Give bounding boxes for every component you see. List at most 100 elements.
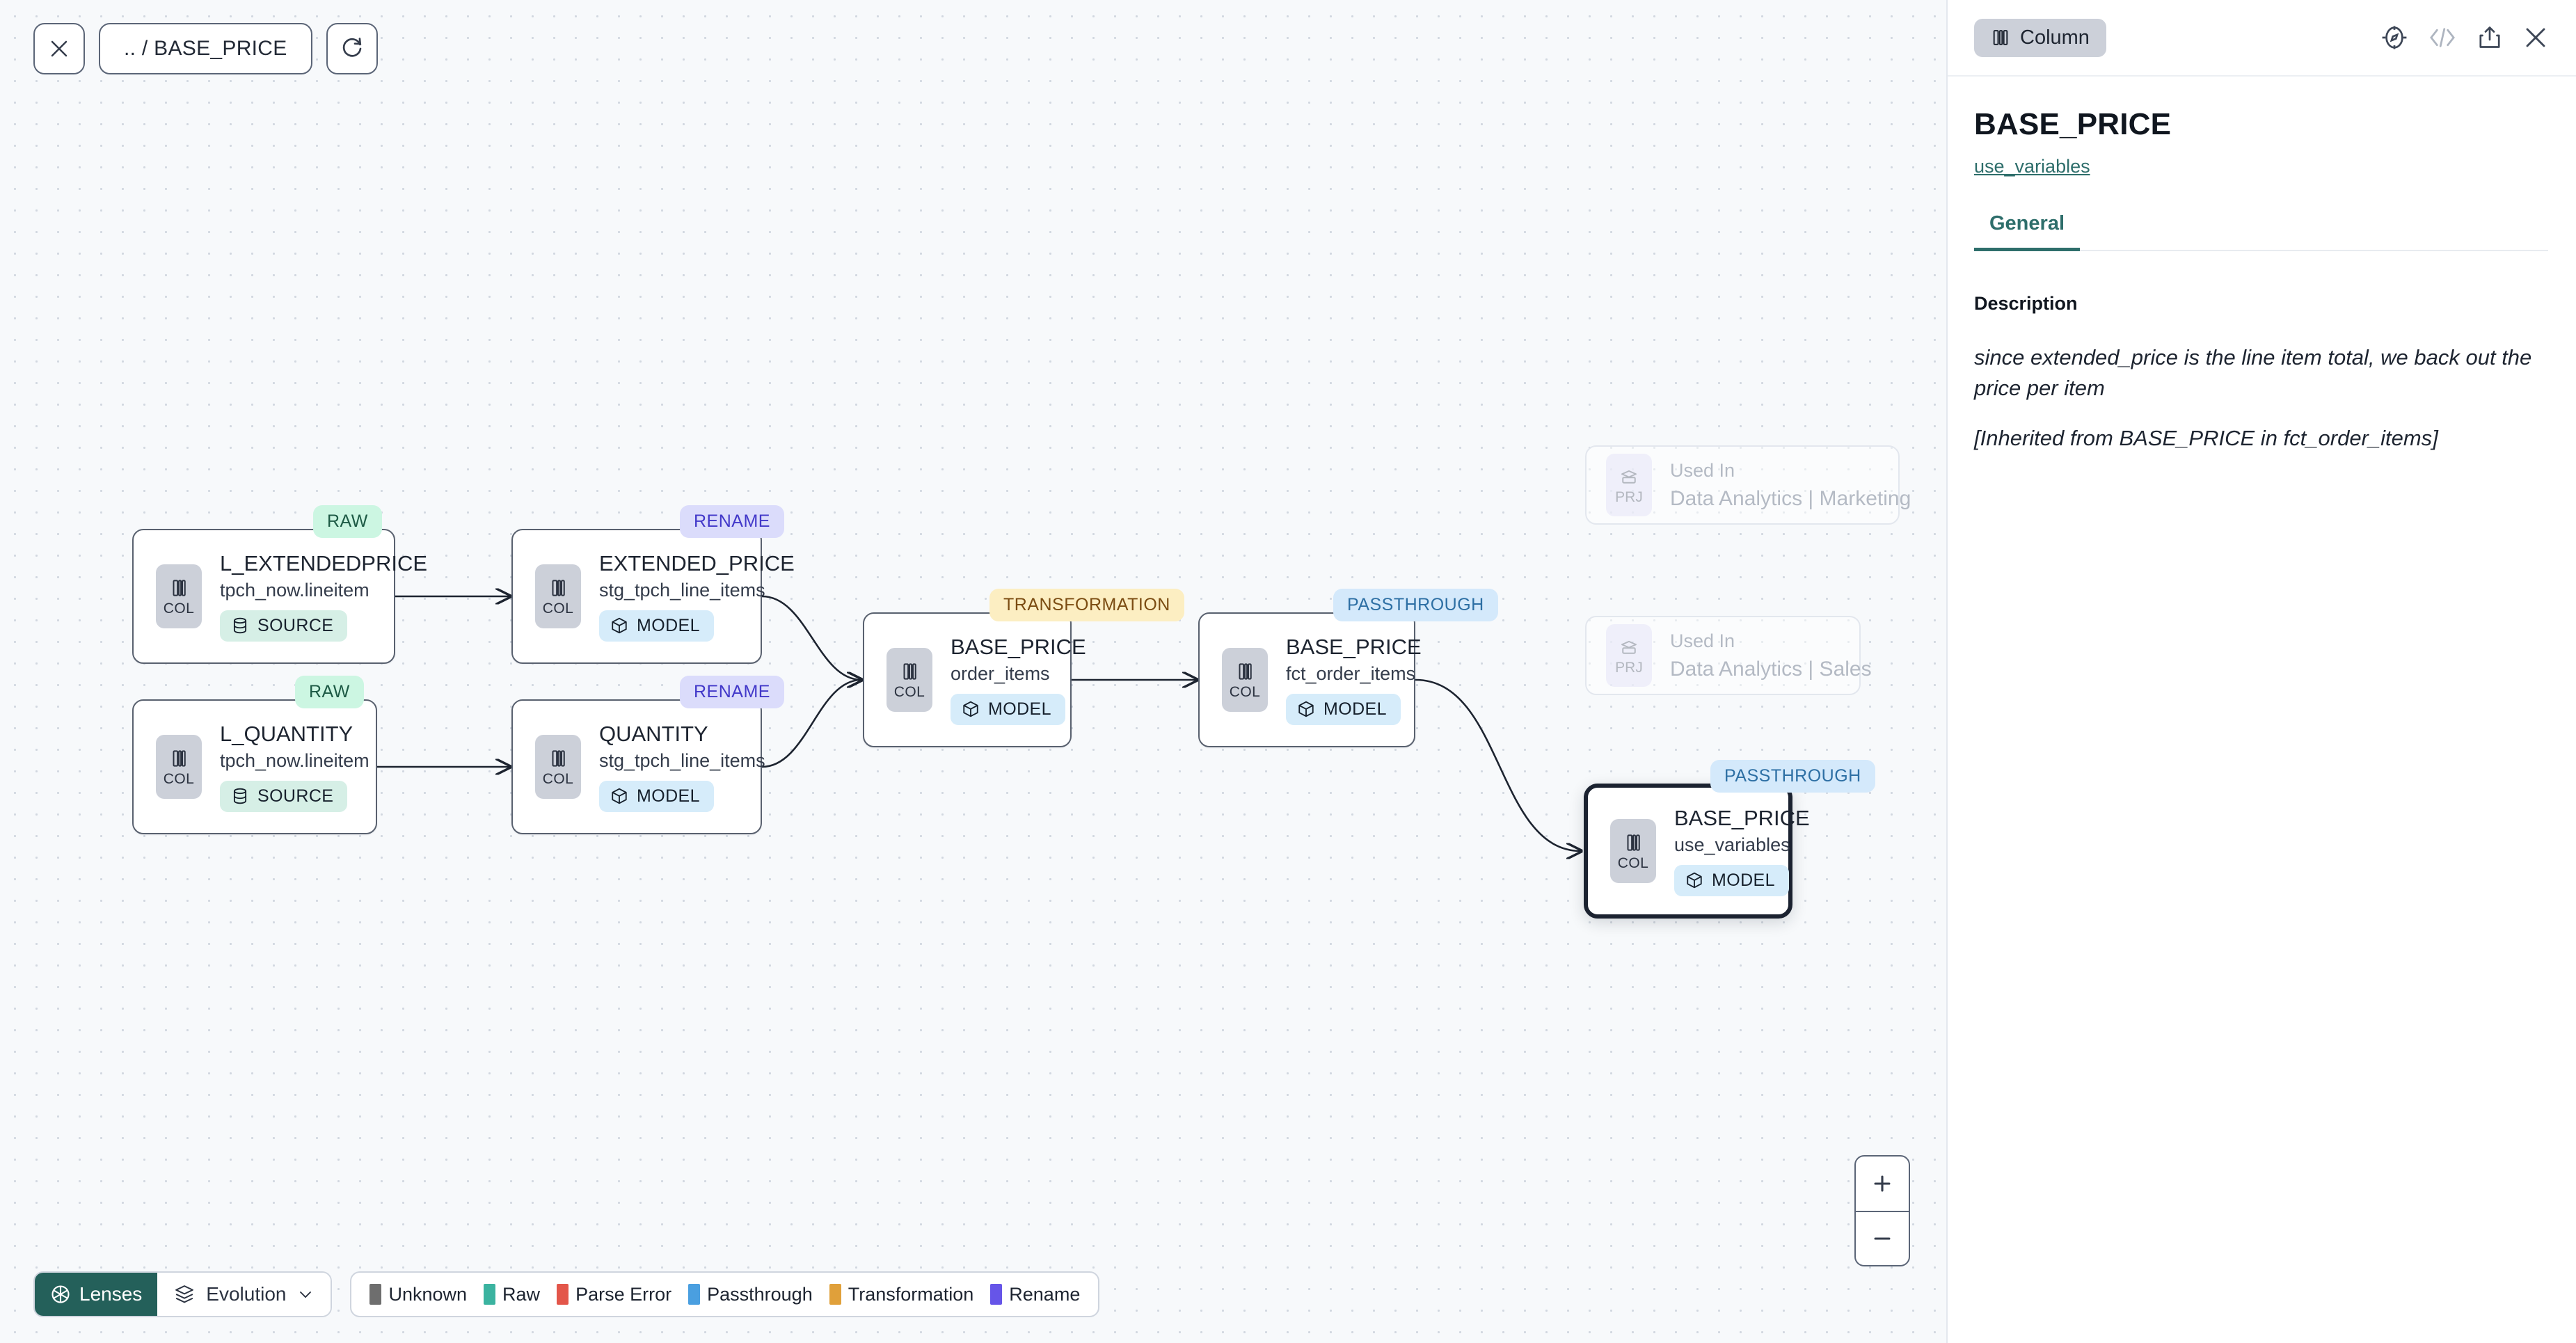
node-kind-badge-n7: PASSTHROUGH: [1710, 760, 1875, 793]
cube-icon: [962, 700, 980, 718]
compass-icon[interactable]: [2381, 24, 2408, 51]
zoom-in-button[interactable]: [1856, 1157, 1909, 1211]
node-kind-badge-n6: PASSTHROUGH: [1333, 589, 1498, 621]
database-icon: [231, 617, 249, 635]
edge-n4-n5: [761, 680, 861, 768]
node-kind-badge-n4: RENAME: [680, 676, 784, 708]
legend-label: Unknown: [388, 1283, 468, 1305]
used-in-project: Data Analytics | Marketing: [1670, 486, 1911, 510]
close-icon: [49, 38, 70, 59]
panel-header-actions: [2381, 24, 2548, 51]
lenses-button[interactable]: Lenses: [35, 1273, 158, 1316]
share-icon[interactable]: [2477, 25, 2502, 50]
used-in-project: Data Analytics | Sales: [1670, 657, 1872, 681]
legend-label: Transformation: [848, 1283, 974, 1305]
breadcrumb-button[interactable]: .. / BASE_PRICE: [99, 23, 312, 74]
cube-icon: [610, 617, 628, 635]
legend-swatch: [688, 1284, 701, 1305]
close-lineage-button[interactable]: [33, 23, 85, 74]
legend-swatch: [557, 1284, 569, 1305]
node-tag-model: MODEL: [1286, 693, 1401, 725]
cube-icon: [610, 787, 628, 805]
zoom-control[interactable]: [1854, 1155, 1910, 1266]
node-subtitle: stg_tpch_line_items: [599, 579, 765, 601]
database-icon: [231, 787, 249, 805]
legend-item-rename[interactable]: Rename: [990, 1284, 1080, 1305]
node-subtitle: tpch_now.lineitem: [220, 579, 369, 601]
refresh-button[interactable]: [326, 23, 378, 74]
project-icon: PRJ: [1606, 454, 1652, 516]
breadcrumb-label: .. / BASE_PRICE: [124, 37, 287, 60]
legend-item-unknown[interactable]: Unknown: [369, 1284, 467, 1305]
inherited-note: [Inherited from BASE_PRICE in fct_order_…: [1974, 426, 2548, 451]
edge-n6-n7: [1415, 678, 1581, 851]
inherited-model-link[interactable]: fct_order_items: [2283, 426, 2433, 451]
legend-label: Rename: [1009, 1283, 1081, 1305]
node-subtitle: stg_tpch_line_items: [599, 749, 765, 771]
node-tag-source: SOURCE: [220, 610, 348, 642]
node-tag-model: MODEL: [599, 780, 714, 812]
project-icon: PRJ: [1606, 624, 1652, 687]
node-kind-badge-n5: TRANSFORMATION: [989, 589, 1184, 621]
inherited-column-link[interactable]: BASE_PRICE: [2119, 426, 2255, 451]
used-in-node-0[interactable]: PRJ Used In Data Analytics | Marketing: [1585, 445, 1911, 525]
tab-general[interactable]: General: [1974, 212, 2080, 251]
node-tag-model: MODEL: [1674, 864, 1789, 896]
legend-item-passthrough[interactable]: Passthrough: [688, 1284, 813, 1305]
entity-type-chip[interactable]: Column: [1974, 18, 2106, 57]
close-panel-icon[interactable]: [2523, 25, 2548, 50]
node-tag-source: SOURCE: [220, 780, 348, 812]
node-subtitle: fct_order_items: [1286, 662, 1416, 684]
canvas-toolbar: .. / BASE_PRICE: [33, 23, 378, 74]
edge-n3-n5: [761, 595, 861, 680]
panel-body: BASE_PRICE use_variables General Descrip…: [1948, 77, 2576, 451]
entity-type-label: Column: [2020, 26, 2090, 49]
cube-icon: [1685, 871, 1703, 889]
legend-swatch: [484, 1284, 496, 1305]
edge-layer: [377, 0, 1946, 1343]
column-icon: [1991, 28, 2010, 47]
legend-item-transformation[interactable]: Transformation: [829, 1283, 974, 1305]
cube-icon: [1297, 700, 1315, 718]
legend-label: Parse Error: [575, 1283, 672, 1305]
evolution-dropdown[interactable]: Evolution: [157, 1273, 331, 1316]
node-title: L_QUANTITY: [220, 722, 353, 747]
code-icon[interactable]: [2428, 26, 2456, 49]
bottom-toolbar: Lenses Evolution Unknown Raw Parse Error Pa…: [33, 1271, 1100, 1317]
layers-icon: [174, 1284, 195, 1305]
legend-item-parse-error[interactable]: Parse Error: [557, 1284, 671, 1305]
legend-item-raw[interactable]: Raw: [484, 1284, 540, 1305]
zoom-out-button[interactable]: [1856, 1211, 1909, 1265]
refresh-icon: [341, 38, 363, 60]
description-label: Description: [1974, 293, 2078, 314]
node-kind-badge-n3: RENAME: [680, 505, 784, 538]
node-title: QUANTITY: [599, 722, 708, 747]
panel-tabs: General: [1974, 212, 2548, 251]
legend-label: Raw: [502, 1283, 541, 1305]
column-icon: COL: [535, 564, 581, 628]
chevron-down-icon: [297, 1286, 314, 1303]
used-in-body: Used In Data Analytics | Marketing: [1670, 460, 1911, 511]
column-icon: COL: [156, 564, 202, 628]
column-icon: COL: [535, 735, 581, 799]
used-in-label: Used In: [1670, 459, 1735, 481]
parent-model-link[interactable]: use_variables: [1974, 156, 2090, 177]
details-panel: Column: [1946, 0, 2576, 1343]
node-tag-model: MODEL: [599, 610, 714, 642]
